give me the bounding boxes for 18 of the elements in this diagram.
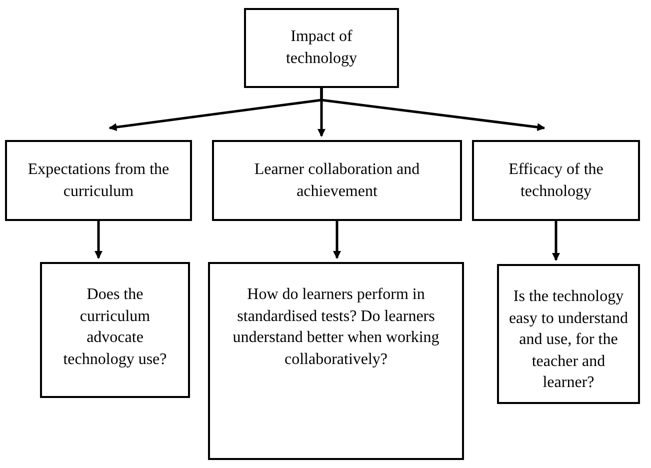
box-text: Impact of technology xyxy=(284,27,358,69)
text-box xyxy=(497,264,640,404)
text-box xyxy=(208,262,464,460)
box-text: How do learners perform in standardised tests? Do learners understand better when working collaboratively? xyxy=(232,285,440,370)
box-text: Does the curriculum advocate technology use? xyxy=(62,285,168,370)
box-text: Is the technology easy to understand and use, for the teacher and learner? xyxy=(508,287,630,394)
box-text: Learner collaboration and achievement xyxy=(253,160,421,202)
arrow xyxy=(94,221,102,259)
text-box xyxy=(5,140,192,221)
arrow xyxy=(333,221,341,259)
text-box xyxy=(472,140,640,221)
text-box xyxy=(40,262,190,398)
text-box xyxy=(212,140,462,221)
box-text: Efficacy of the technology xyxy=(508,160,604,202)
arrow xyxy=(320,88,546,132)
text-box xyxy=(244,8,399,88)
arrow xyxy=(552,221,560,261)
box-text: Expectations from the curriculum xyxy=(26,160,170,202)
